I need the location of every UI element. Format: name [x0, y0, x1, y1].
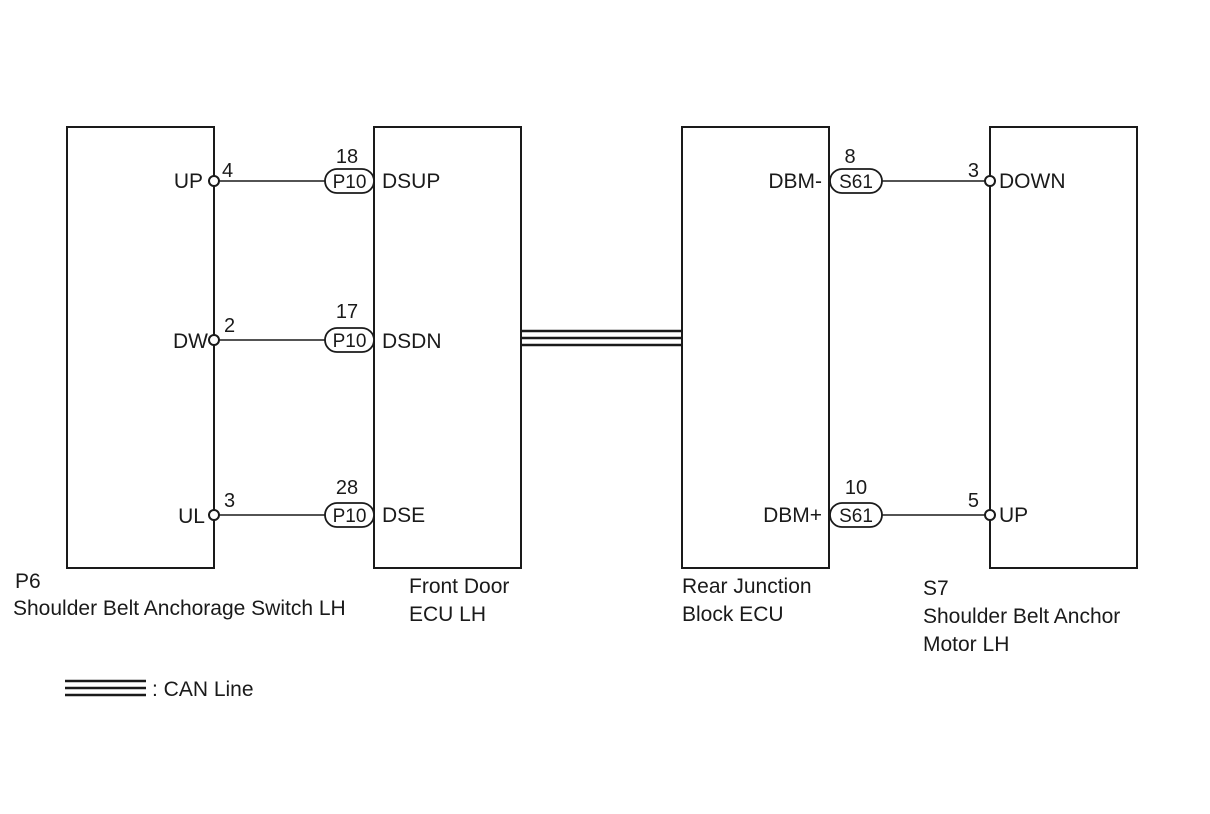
front-ecu-pin-number-dse: 28 [336, 477, 358, 499]
motor-pin-label-up: UP [999, 504, 1028, 527]
terminal-ul [208, 509, 220, 521]
front-ecu-name-line2: ECU LH [409, 603, 486, 626]
rear-ecu-name-line1: Rear Junction [682, 575, 812, 598]
rear-ecu-name-line2: Block ECU [682, 603, 784, 626]
front-ecu-connector-pill-dsup [324, 168, 375, 194]
front-ecu-connector-pill-dsdn [324, 327, 375, 353]
switch-pin-number-ul: 3 [224, 490, 235, 512]
switch-name: Shoulder Belt Anchorage Switch LH [13, 597, 346, 620]
rear-ecu-pin-label-dbm-plus: DBM+ [763, 504, 822, 527]
front-ecu-pin-label-dse: DSE [382, 504, 425, 527]
switch-pin-number-dw: 2 [224, 315, 235, 337]
front-ecu-box [373, 126, 522, 569]
motor-box [989, 126, 1138, 569]
legend-can-line-label: : CAN Line [152, 678, 254, 701]
rear-ecu-pin-number-dbm-minus: 8 [844, 146, 855, 168]
front-ecu-connector-pill-dse [324, 502, 375, 528]
motor-pin-number-up: 5 [968, 490, 979, 512]
switch-box [66, 126, 215, 569]
rear-ecu-pin-number-dbm-plus: 10 [845, 477, 867, 499]
front-ecu-name-line1: Front Door [409, 575, 509, 598]
switch-code: P6 [15, 570, 41, 593]
rear-ecu-connector-dbm-minus: S61 [839, 172, 873, 193]
motor-name-line1: Shoulder Belt Anchor [923, 605, 1120, 628]
rear-ecu-connector-dbm-plus: S61 [839, 506, 873, 527]
terminal-down [984, 175, 996, 187]
terminal-up [208, 175, 220, 187]
front-ecu-connector-dsdn: P10 [333, 331, 367, 352]
motor-code: S7 [923, 577, 949, 600]
motor-name-line2: Motor LH [923, 633, 1009, 656]
front-ecu-pin-number-dsup: 18 [336, 146, 358, 168]
motor-pin-number-down: 3 [968, 160, 979, 182]
front-ecu-pin-number-dsdn: 17 [336, 301, 358, 323]
motor-pin-label-down: DOWN [999, 170, 1066, 193]
front-ecu-pin-label-dsdn: DSDN [382, 330, 442, 353]
switch-pin-label-ul: UL [178, 505, 205, 528]
front-ecu-connector-dse: P10 [333, 506, 367, 527]
legend-can-line-symbol [65, 679, 146, 697]
rear-ecu-connector-pill-dbm-minus [829, 168, 883, 194]
rear-ecu-box [681, 126, 830, 569]
front-ecu-pin-label-dsup: DSUP [382, 170, 440, 193]
switch-pin-number-up: 4 [222, 160, 233, 182]
rear-ecu-connector-pill-dbm-plus [829, 502, 883, 528]
terminal-motor-up [984, 509, 996, 521]
can-line [521, 329, 682, 347]
switch-pin-label-up: UP [174, 170, 203, 193]
front-ecu-connector-dsup: P10 [333, 172, 367, 193]
terminal-dw [208, 334, 220, 346]
rear-ecu-pin-label-dbm-minus: DBM- [768, 170, 822, 193]
switch-pin-label-dw: DW [173, 330, 208, 353]
